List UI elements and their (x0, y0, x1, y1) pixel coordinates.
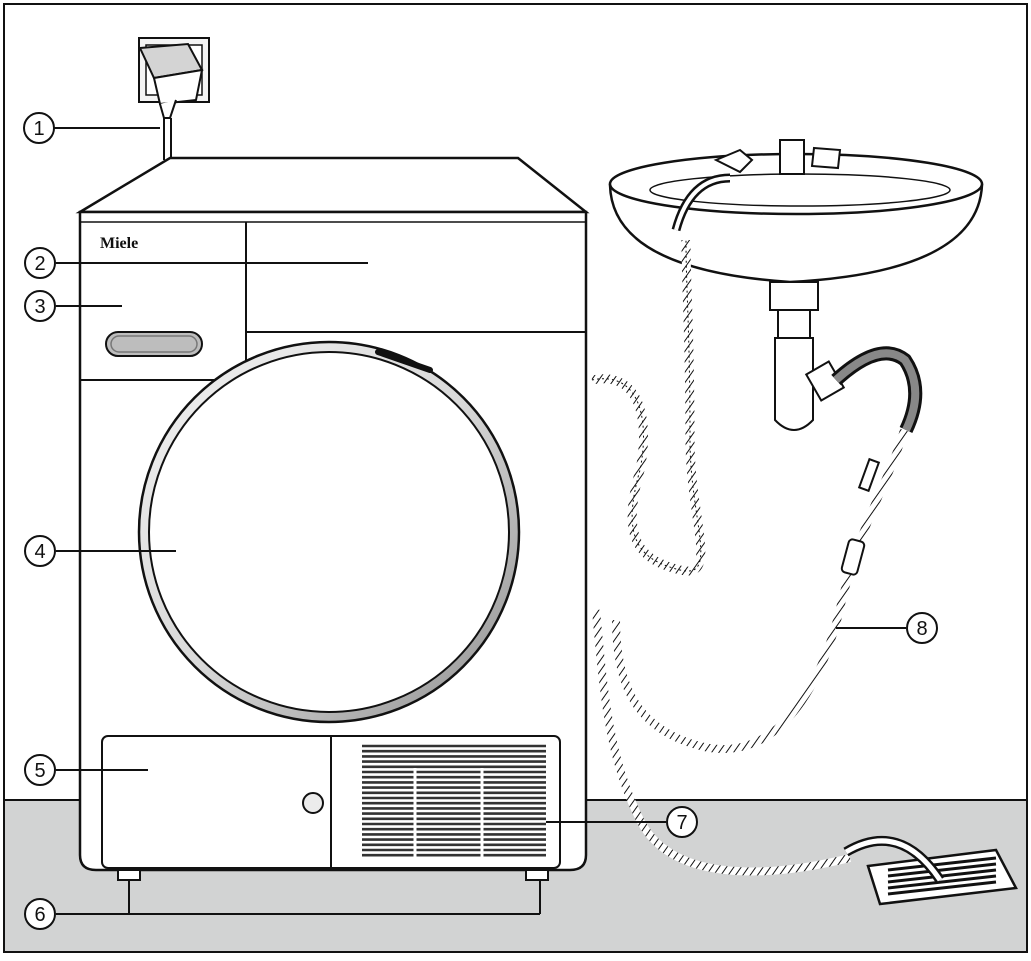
drain-slot (887, 862, 997, 878)
callout-7-label: 7 (676, 812, 687, 834)
callout-1: 1 (23, 112, 55, 144)
tap-right (810, 146, 842, 170)
callout-5: 5 (24, 754, 56, 786)
sink-trap (774, 337, 814, 431)
drain-slot (887, 880, 997, 896)
hose-to-siphon (612, 428, 908, 753)
foot-right (525, 869, 549, 881)
callout-2: 2 (24, 247, 56, 279)
container-handle (105, 331, 203, 357)
dryer-top (75, 156, 590, 214)
leader-lines (54, 127, 906, 915)
drain-slot (887, 856, 997, 872)
foot-left (117, 869, 141, 881)
washbasin (608, 139, 984, 431)
callout-8-label: 8 (916, 618, 927, 640)
drain-slot (887, 874, 997, 890)
access-door-button (302, 792, 324, 814)
callout-4-label: 4 (34, 541, 45, 563)
callout-6: 6 (24, 898, 56, 930)
drain-hose-to-floor (592, 609, 851, 876)
tap-left (713, 148, 754, 174)
callout-6-label: 6 (34, 904, 45, 926)
callout-1-label: 1 (33, 118, 44, 140)
brand-logo: Miele (100, 235, 138, 252)
callout-5-label: 5 (34, 760, 45, 782)
callout-4: 4 (24, 535, 56, 567)
dryer: Miele (75, 156, 590, 881)
faucet (779, 139, 805, 175)
door-glass (148, 351, 510, 713)
air-vent-grille (362, 744, 546, 858)
door-latch (375, 349, 433, 373)
power-cable (163, 118, 172, 160)
non-return-valve (840, 538, 866, 576)
callout-2-label: 2 (34, 253, 45, 275)
power-plug (138, 42, 204, 119)
callout-8: 8 (906, 612, 938, 644)
callout-3-label: 3 (34, 296, 45, 318)
callout-7: 7 (666, 806, 698, 838)
callout-3: 3 (24, 290, 56, 322)
